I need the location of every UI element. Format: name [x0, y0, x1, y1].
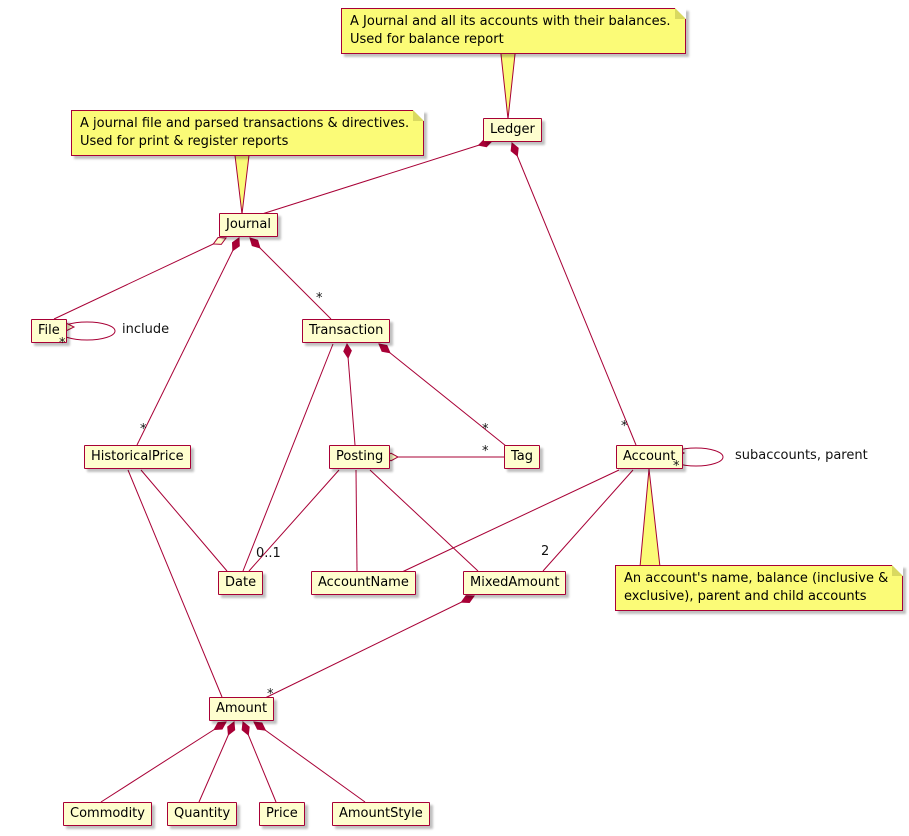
edge-journal-historicalprice	[136, 238, 239, 446]
note-journal: A journal file and parsed transactions &…	[71, 110, 425, 156]
class-posting: Posting	[329, 445, 391, 469]
note-connector-ledger	[499, 44, 517, 120]
edge-journal-transaction	[250, 238, 332, 320]
class-mixedamount: MixedAmount	[463, 571, 567, 595]
class-accountname: AccountName	[311, 571, 416, 595]
edge-posting-accountname	[355, 469, 358, 572]
label-include: include	[122, 322, 170, 337]
class-journal: Journal	[219, 213, 278, 237]
label-subaccounts-parent: subaccounts, parent	[735, 448, 868, 463]
class-price: Price	[259, 802, 305, 826]
class-ledger: Ledger	[483, 118, 542, 142]
class-date: Date	[218, 571, 264, 595]
mult-account-mixedamount: 2	[541, 544, 550, 559]
note-account-line2: exclusive), parent and child accounts	[624, 589, 867, 604]
mult-file-self: *	[59, 336, 66, 351]
class-transaction: Transaction	[302, 319, 391, 343]
edge-transaction-posting	[347, 344, 356, 446]
note-account-line1: An account's name, balance (inclusive &	[624, 571, 889, 586]
edge-mixedamount-amount	[262, 596, 474, 700]
class-file: File	[31, 319, 67, 343]
edge-historicalprice-date	[140, 469, 228, 572]
edge-amount-commodity	[100, 722, 226, 803]
edge-journal-file	[53, 238, 226, 320]
edge-ledger-account	[512, 143, 637, 446]
note-connector-journal	[233, 146, 251, 215]
mult-journal-transaction: *	[316, 291, 323, 306]
edge-posting-mixedamount	[369, 469, 479, 572]
class-quantity: Quantity	[167, 802, 238, 826]
note-ledger-line2: Used for balance report	[350, 32, 504, 47]
edge-historicalprice-amount	[127, 469, 223, 698]
mult-account-self: *	[673, 459, 680, 474]
note-journal-line1: A journal file and parsed transactions &…	[80, 116, 410, 131]
mult-mixedamount-amount: *	[267, 687, 274, 702]
class-account: Account	[616, 445, 683, 469]
class-commodity: Commodity	[63, 802, 152, 826]
note-connector-account	[639, 468, 661, 568]
note-account: An account's name, balance (inclusive & …	[615, 565, 904, 611]
edge-transaction-date	[242, 343, 334, 572]
edge-amount-quantity	[198, 722, 234, 803]
note-journal-line2: Used for print & register reports	[80, 134, 289, 149]
note-ledger-line1: A Journal and all its accounts with thei…	[350, 14, 671, 29]
edge-amount-price	[243, 722, 277, 803]
edge-ledger-journal	[261, 141, 492, 215]
class-tag: Tag	[504, 445, 541, 469]
edge-account-accountname	[401, 469, 620, 573]
mult-journal-historicalprice: *	[140, 422, 147, 437]
edge-transaction-tag	[379, 344, 507, 447]
mult-posting-date: 0..1	[256, 546, 281, 561]
mult-posting-tag: *	[482, 444, 489, 459]
class-amount: Amount	[209, 697, 275, 721]
edge-file-self-include	[58, 321, 116, 341]
class-historicalprice: HistoricalPrice	[84, 445, 191, 469]
edge-amount-amountstyle	[254, 722, 366, 803]
class-amountstyle: AmountStyle	[332, 802, 430, 826]
mult-transaction-tag: *	[482, 422, 489, 437]
edge-posting-date	[248, 469, 340, 572]
mult-ledger-account: *	[621, 419, 628, 434]
edge-account-mixedamount	[542, 469, 634, 572]
note-ledger: A Journal and all its accounts with thei…	[341, 8, 686, 54]
